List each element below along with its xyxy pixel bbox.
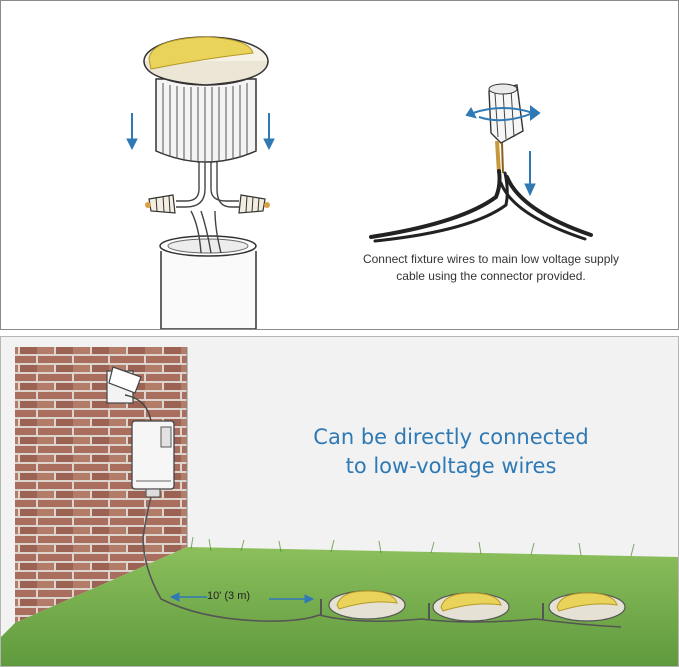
low-voltage-transformer xyxy=(131,420,175,498)
side-connector-right xyxy=(238,194,270,214)
down-arrow-icon xyxy=(126,113,275,151)
headline-text: Can be directly connected to low-voltage… xyxy=(291,423,611,481)
caption-line-1: Connect fixture wires to main low voltag… xyxy=(362,252,620,266)
side-connector-left xyxy=(145,194,176,214)
headline-line-1: Can be directly connected xyxy=(313,425,589,449)
pathway-light-1 xyxy=(320,590,406,620)
low-voltage-cable xyxy=(142,496,622,628)
rotate-arrow-icon xyxy=(465,105,541,122)
fixture-wires xyxy=(176,161,239,254)
connection-instruction-text: Connect fixture wires to main low voltag… xyxy=(341,251,641,285)
down-arrow-icon xyxy=(524,151,536,197)
caption-line-2: cable using the connector provided. xyxy=(396,269,586,283)
installation-diagram-panel: Connect fixture wires to main low voltag… xyxy=(0,0,679,330)
installation-scene xyxy=(1,347,678,666)
light-fixture xyxy=(143,36,269,163)
distance-label: 10' (3 m) xyxy=(207,590,251,602)
distance-arrow-icon xyxy=(169,592,315,604)
pathway-light-3 xyxy=(542,592,626,622)
wall-outlet xyxy=(106,366,152,422)
pathway-light-2 xyxy=(428,592,510,622)
twisted-wire-ends xyxy=(495,140,504,174)
wire-nut-connector xyxy=(488,83,524,144)
installation-scene-panel: Can be directly connected to low-voltage… xyxy=(0,336,679,667)
headline-line-2: to low-voltage wires xyxy=(345,454,557,478)
supply-cable xyxy=(369,169,593,243)
installation-diagram xyxy=(126,36,593,329)
ground-post xyxy=(159,235,257,329)
